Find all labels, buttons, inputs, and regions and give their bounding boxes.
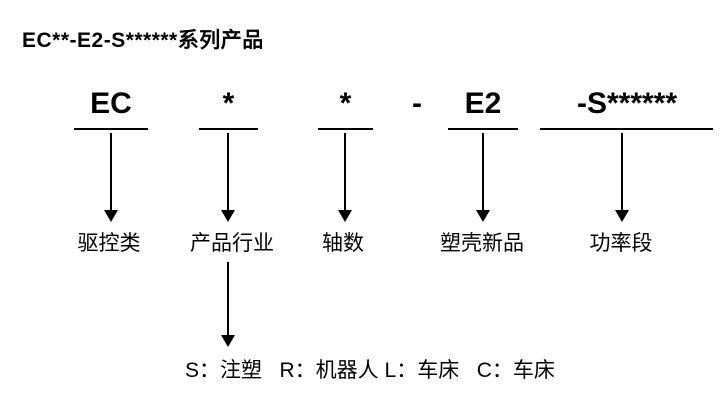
label-power-range: 功率段 [589,232,653,255]
arrow-head [476,210,490,222]
arrow-head [221,335,235,347]
label-axes: 轴数 [322,232,364,255]
code-segment-dash: - [412,87,422,120]
segment-underline-ec [74,128,148,130]
segment-underline-axes [318,128,373,130]
arrow-shaft [344,133,346,211]
arrow-shaft [227,133,229,211]
arrow-head [615,210,629,222]
arrow-shaft [621,133,623,211]
arrow-head [338,210,352,222]
arrow-head [104,210,118,222]
arrow-shaft [227,262,229,336]
code-segment-industry-star: * [222,87,235,120]
code-segment-power: -S****** [576,87,678,120]
industry-code-legend: S：注塑 R：机器人 L：车床 C：车床 [185,359,555,382]
segment-underline-power [540,128,713,130]
arrow-shaft [482,133,484,211]
label-industry: 产品行业 [190,232,274,255]
label-drive-class: 驱控类 [77,232,141,255]
diagram-title: EC**-E2-S******系列产品 [22,29,264,52]
arrow-shaft [110,133,112,211]
code-segment-e2: E2 [464,87,502,120]
label-molded-case: 塑壳新品 [440,232,524,255]
code-segment-ec: EC [90,87,132,120]
segment-underline-industry [199,128,258,130]
code-segment-axes-star: * [339,87,352,120]
segment-underline-e2 [448,128,518,130]
arrow-head [221,210,235,222]
